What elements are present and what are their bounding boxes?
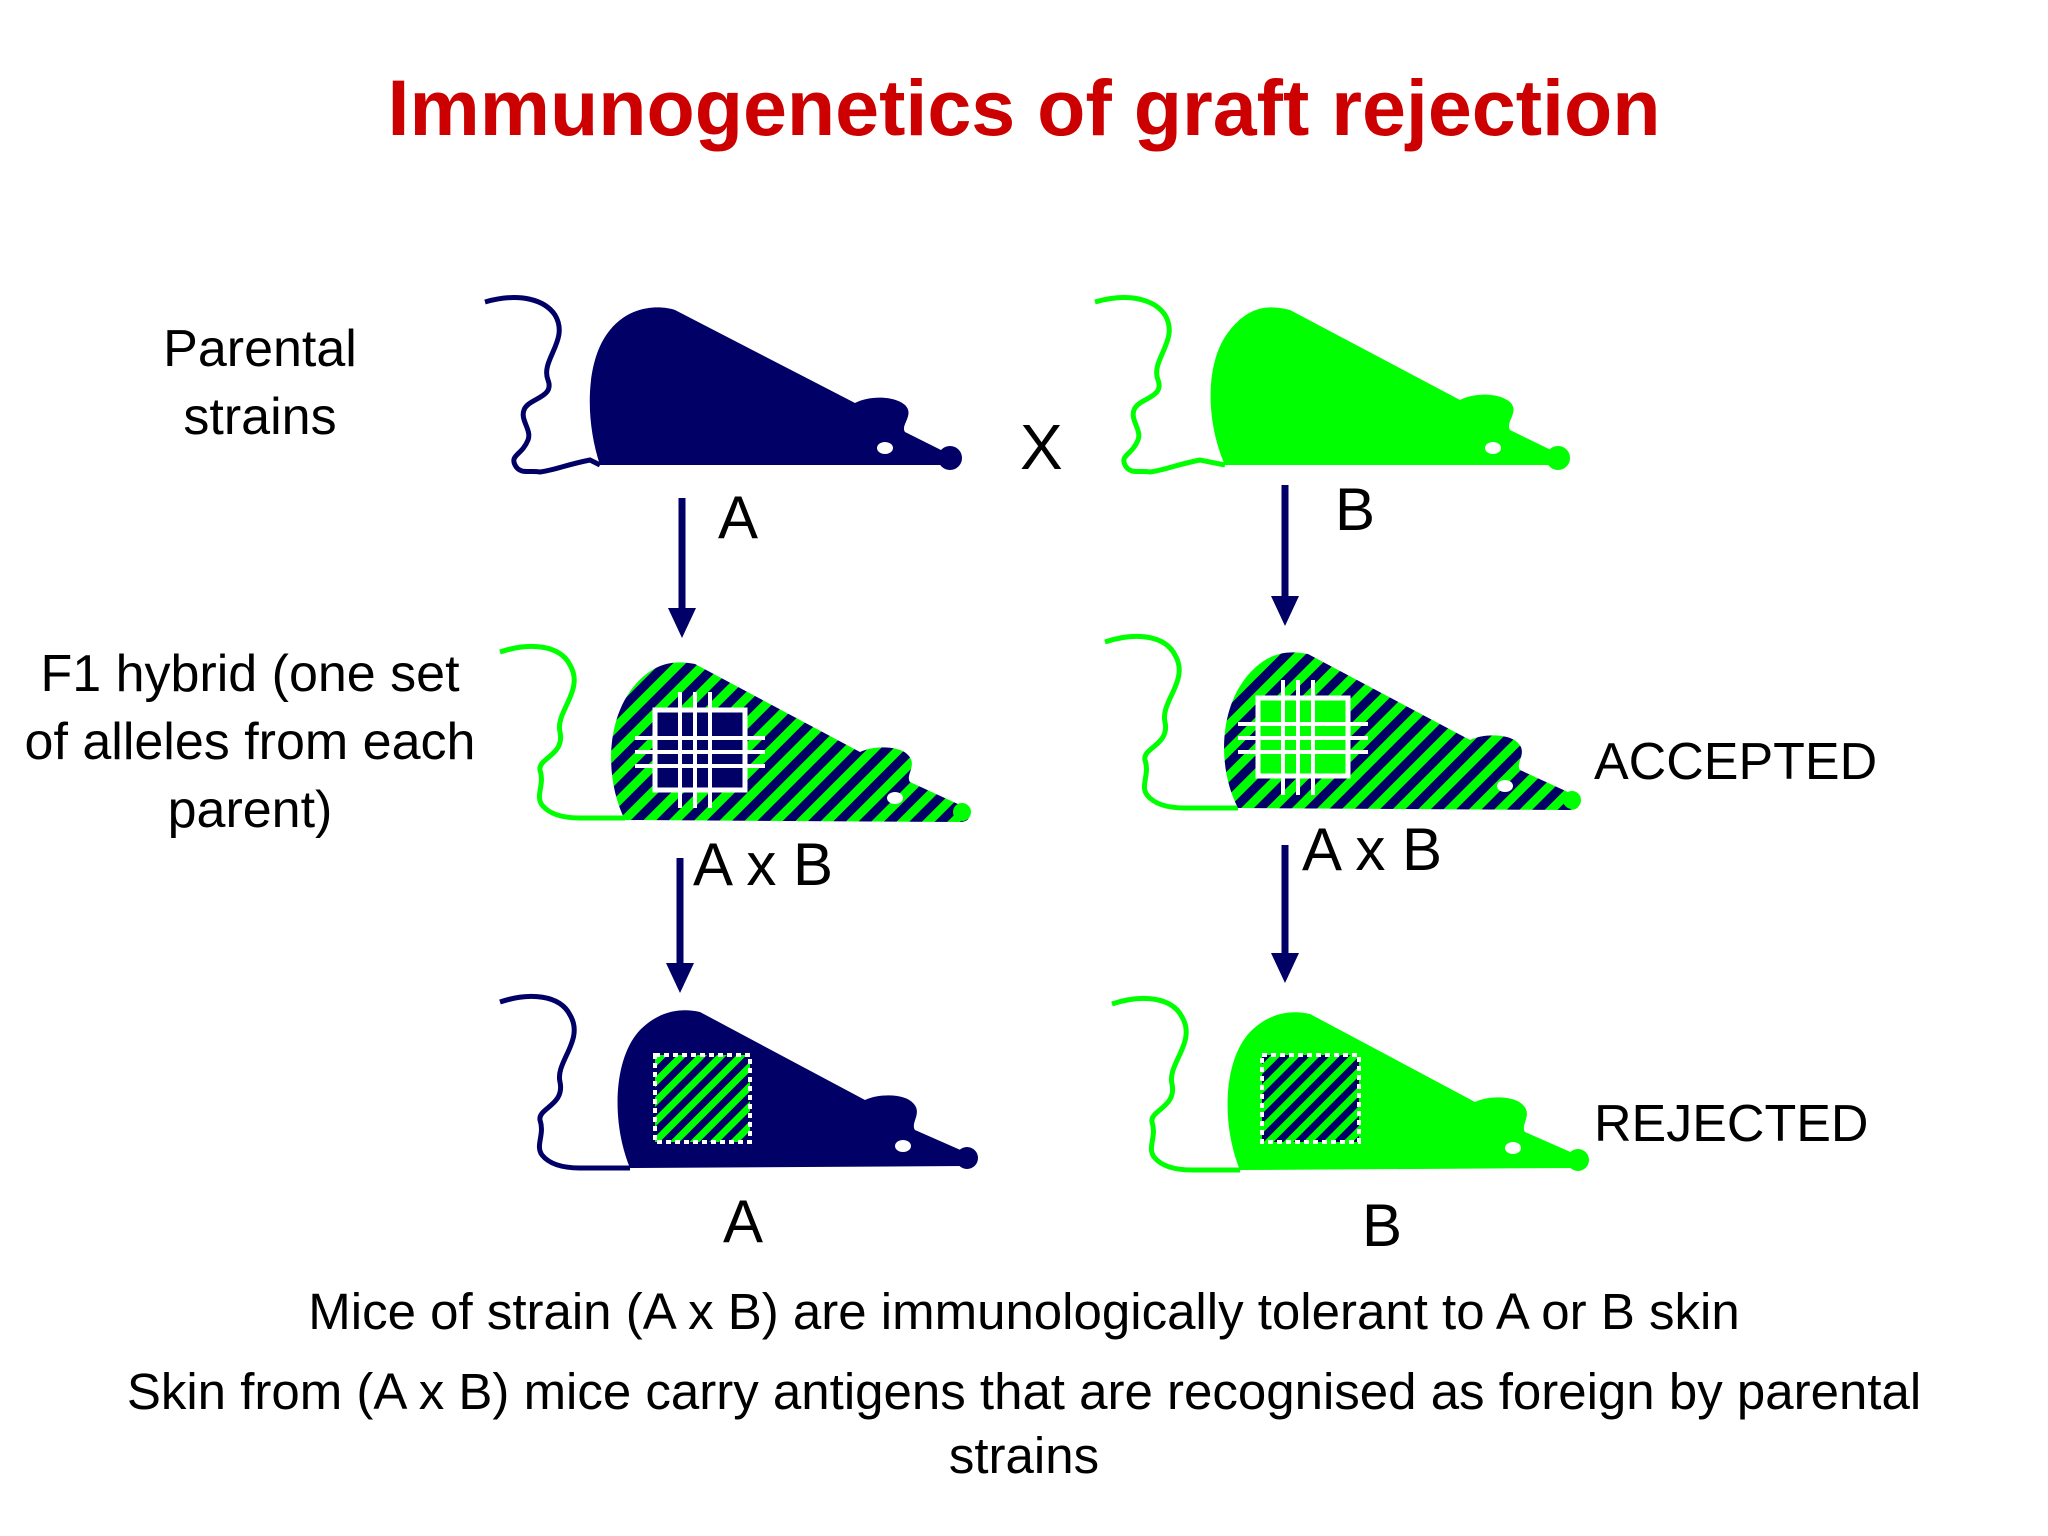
caption-tolerance: Mice of strain (A x B) are immunological…: [308, 1283, 1740, 1340]
mouse-parent-b: [1094, 295, 1570, 475]
strain-label-f1-right: A x B: [1302, 816, 1443, 883]
row-label-f1-hybrid: F1 hybrid (one set of alleles from each …: [24, 645, 476, 839]
cross-symbol: X: [1020, 411, 1063, 483]
mouse-parent-a: [484, 295, 962, 475]
graft-f1-right-strain-b: [1238, 680, 1368, 795]
strain-label-recipient-b: B: [1362, 1192, 1403, 1259]
strain-label-parent-b: B: [1335, 476, 1376, 543]
caption-antigens: Skin from (A x B) mice carry antigens th…: [126, 1363, 1922, 1484]
strain-label-f1-left: A x B: [693, 831, 834, 898]
arrow-f1-to-a: [666, 858, 694, 993]
arrow-a-to-f1: [668, 498, 696, 638]
graft-recipient-a: [653, 1053, 752, 1144]
graft-recipient-b: [1260, 1053, 1361, 1144]
graft-f1-left-strain-a: [635, 692, 765, 808]
row-label-parental: Parental strains: [163, 320, 357, 446]
outcome-accepted: ACCEPTED: [1594, 733, 1878, 791]
outcome-rejected: REJECTED: [1594, 1095, 1869, 1153]
page-title: Immunogenetics of graft rejection: [387, 63, 1661, 152]
arrow-b-to-f1: [1271, 485, 1299, 626]
strain-label-recipient-a: A: [723, 1188, 764, 1255]
arrow-f1-to-b: [1271, 845, 1299, 983]
strain-label-parent-a: A: [718, 484, 759, 551]
